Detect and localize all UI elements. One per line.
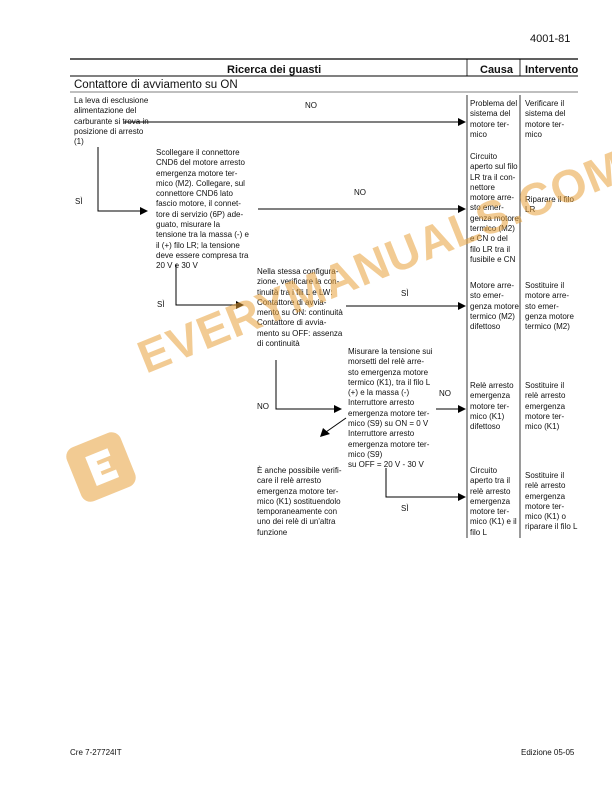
footer-code: Cre 7-27724IT xyxy=(70,748,122,757)
cause-5: Circuito aperto tra il relè arresto emer… xyxy=(470,466,517,537)
action-4: Sostituire il relè arresto emergenza mot… xyxy=(525,381,566,432)
action-3: Sostituire il motore arre- sto emer- gen… xyxy=(525,281,574,332)
action-5: Sostituire il relè arresto emergenza mot… xyxy=(525,471,578,532)
cause-3: Motore arre- sto emer- genza motore term… xyxy=(470,281,519,332)
label-si-1: SÌ xyxy=(75,197,83,206)
action-2: Riparare il filo LR xyxy=(525,195,574,215)
header-causa: Causa xyxy=(480,64,514,76)
step-2: Scollegare il connettore CND6 del motore… xyxy=(156,148,249,271)
cause-4: Relè arresto emergenza motore ter- mico … xyxy=(470,381,514,432)
step-4: Misurare la tensione sui morsetti del re… xyxy=(348,347,433,470)
label-si-2: SÌ xyxy=(157,300,165,309)
cause-2: Circuito aperto sul filo LR tra il con- … xyxy=(470,152,519,264)
label-no-1: NO xyxy=(305,101,317,110)
action-1: Verificare il sistema del motore ter- mi… xyxy=(525,99,566,139)
label-si-4: SÌ xyxy=(401,504,409,513)
label-no-2: NO xyxy=(354,188,366,197)
cause-1: Problema del sistema del motore ter- mic… xyxy=(470,99,518,139)
label-no-4: NO xyxy=(439,389,451,398)
page-number: 4001-81 xyxy=(530,33,571,45)
step-3: Nella stessa configura- zione, verificar… xyxy=(257,267,343,349)
header-intervento: Intervento xyxy=(525,64,579,76)
section-title: Contattore di avviamento su ON xyxy=(74,79,238,91)
label-no-3: NO xyxy=(257,402,269,411)
watermark-logo-icon xyxy=(66,432,136,502)
step-1: La leva di esclusione alimentazione del … xyxy=(74,96,149,147)
step-5: È anche possibile verifi- care il relè a… xyxy=(257,466,342,537)
header-ricerca: Ricerca dei guasti xyxy=(227,64,322,76)
label-si-3: SÌ xyxy=(401,289,409,298)
footer-edition: Edizione 05-05 xyxy=(521,748,575,757)
